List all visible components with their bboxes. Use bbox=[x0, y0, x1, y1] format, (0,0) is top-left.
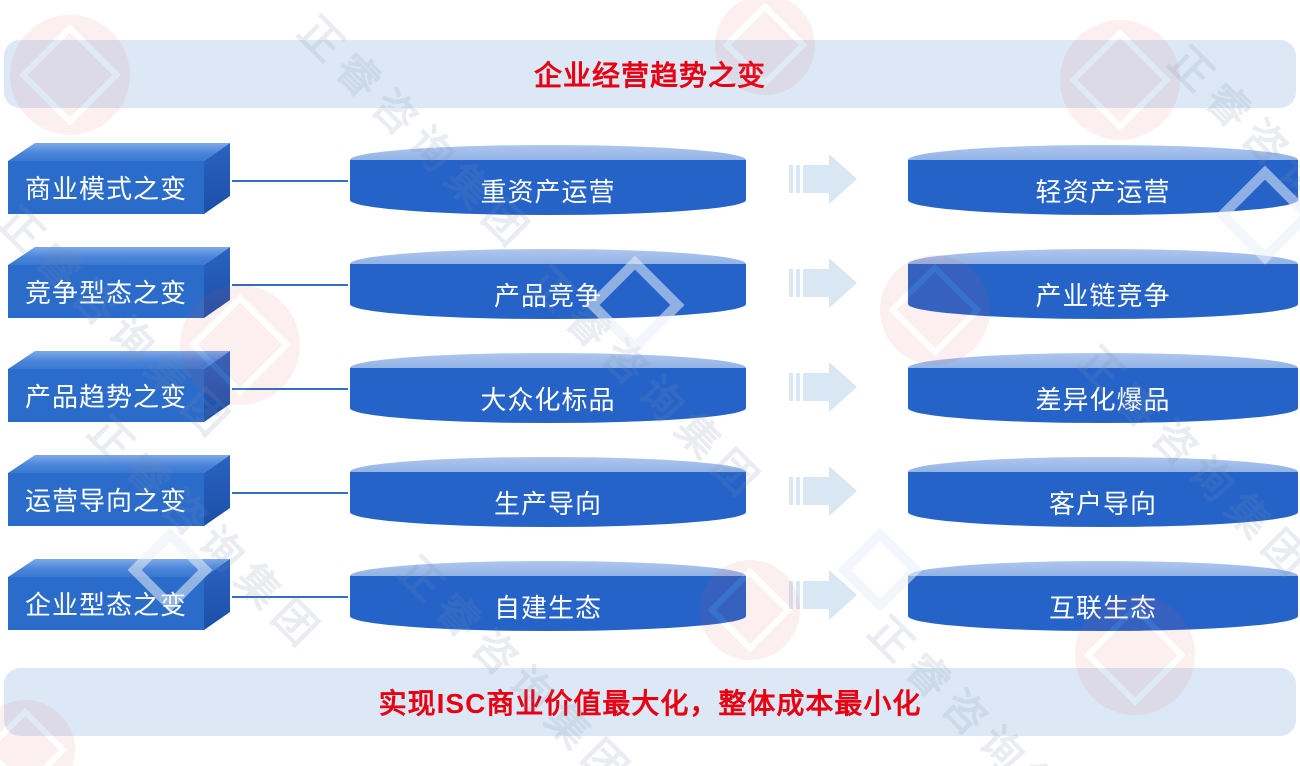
footer-title: 实现ISC商业价值最大化，整体成本最小化 bbox=[378, 688, 922, 719]
before-cylinder: 生产导向 bbox=[350, 457, 746, 527]
right-arrow-icon bbox=[789, 466, 857, 516]
category-label: 商业模式之变 bbox=[8, 161, 204, 214]
box-top-face bbox=[8, 247, 230, 265]
after-label: 客户导向 bbox=[1048, 489, 1157, 519]
before-label: 生产导向 bbox=[493, 489, 602, 519]
cylinder-body bbox=[908, 368, 1298, 423]
box-top-face bbox=[8, 351, 230, 369]
category-label: 竞争型态之变 bbox=[8, 265, 204, 318]
after-cylinder: 差异化爆品 bbox=[908, 353, 1298, 423]
cylinder-body bbox=[350, 160, 746, 215]
footer-banner: 实现ISC商业价值最大化，整体成本最小化 bbox=[4, 668, 1296, 736]
connector-line bbox=[232, 180, 348, 182]
category-box: 运营导向之变 bbox=[8, 455, 230, 526]
after-cylinder: 产业链竞争 bbox=[908, 249, 1298, 319]
before-cylinder: 自建生态 bbox=[350, 561, 746, 631]
cylinder-body bbox=[908, 472, 1298, 527]
right-arrow-icon bbox=[789, 258, 857, 308]
before-label: 产品竞争 bbox=[493, 281, 602, 311]
before-cylinder: 产品竞争 bbox=[350, 249, 746, 319]
after-cylinder: 客户导向 bbox=[908, 457, 1298, 527]
right-arrow-icon bbox=[789, 362, 857, 412]
category-label: 运营导向之变 bbox=[8, 473, 204, 526]
right-arrow-icon bbox=[789, 154, 857, 204]
cylinder-body bbox=[908, 160, 1298, 215]
connector-line bbox=[232, 388, 348, 390]
category-box: 企业型态之变 bbox=[8, 559, 230, 630]
connector-line bbox=[232, 284, 348, 286]
before-cylinder: 大众化标品 bbox=[350, 353, 746, 423]
category-box: 商业模式之变 bbox=[8, 143, 230, 214]
header-banner: 企业经营趋势之变 bbox=[4, 40, 1296, 108]
category-label: 企业型态之变 bbox=[8, 577, 204, 630]
connector-line bbox=[232, 492, 348, 494]
cylinder-body bbox=[350, 264, 746, 319]
trend-row: 竞争型态之变 产品竞争 产业链竞争 bbox=[0, 247, 1300, 319]
before-label: 自建生态 bbox=[493, 593, 602, 623]
cylinder-body bbox=[350, 368, 746, 423]
after-label: 差异化爆品 bbox=[1035, 385, 1171, 415]
box-top-face bbox=[8, 559, 230, 577]
connector-line bbox=[232, 596, 348, 598]
right-arrow-icon bbox=[789, 570, 857, 620]
trend-row: 运营导向之变 生产导向 客户导向 bbox=[0, 455, 1300, 527]
after-cylinder: 轻资产运营 bbox=[908, 145, 1298, 215]
cylinder-body bbox=[350, 472, 746, 527]
cylinder-body bbox=[350, 576, 746, 631]
trend-row: 商业模式之变 重资产运营 轻资产运营 bbox=[0, 143, 1300, 215]
after-label: 互联生态 bbox=[1048, 593, 1157, 623]
category-label: 产品趋势之变 bbox=[8, 369, 204, 422]
before-label: 重资产运营 bbox=[480, 177, 616, 207]
after-cylinder: 互联生态 bbox=[908, 561, 1298, 631]
after-label: 轻资产运营 bbox=[1035, 177, 1171, 207]
after-label: 产业链竞争 bbox=[1035, 281, 1171, 311]
cylinder-body bbox=[908, 576, 1298, 631]
cylinder-body bbox=[908, 264, 1298, 319]
page-title: 企业经营趋势之变 bbox=[533, 60, 766, 91]
trend-row: 企业型态之变 自建生态 互联生态 bbox=[0, 559, 1300, 631]
category-box: 产品趋势之变 bbox=[8, 351, 230, 422]
before-label: 大众化标品 bbox=[480, 385, 616, 415]
trend-row: 产品趋势之变 大众化标品 差异化爆品 bbox=[0, 351, 1300, 423]
category-box: 竞争型态之变 bbox=[8, 247, 230, 318]
box-top-face bbox=[8, 143, 230, 161]
before-cylinder: 重资产运营 bbox=[350, 145, 746, 215]
box-top-face bbox=[8, 455, 230, 473]
